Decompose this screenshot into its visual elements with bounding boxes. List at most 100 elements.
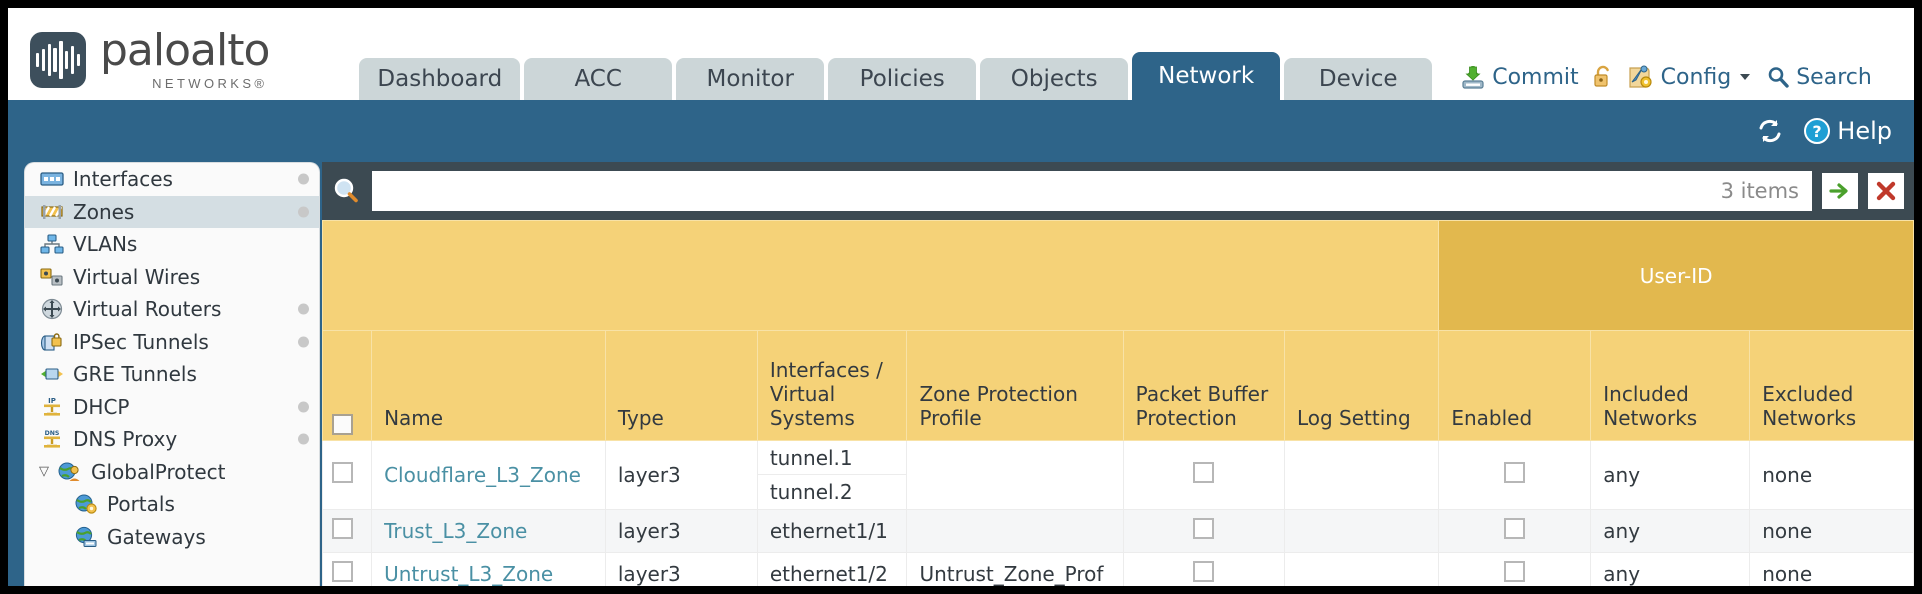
sidebar-nav: Interfaces Zones VLANs Vir bbox=[24, 162, 320, 586]
cell-packet-buffer-protection[interactable] bbox=[1122, 509, 1285, 553]
refresh-icon[interactable] bbox=[1755, 116, 1785, 146]
tab-label: Dashboard bbox=[377, 66, 503, 92]
sidebar-item-label: Virtual Routers bbox=[73, 297, 222, 322]
zone-link[interactable]: Trust_L3_Zone bbox=[384, 519, 528, 543]
table-row[interactable]: Trust_L3_Zone layer3 ethernet1/1 any non… bbox=[321, 509, 1914, 553]
chevron-down-icon bbox=[1740, 74, 1751, 80]
col-included-networks[interactable]: Included Networks bbox=[1590, 330, 1751, 441]
tab-device[interactable]: Device bbox=[1284, 58, 1433, 100]
enabled-checkbox[interactable] bbox=[1504, 561, 1526, 582]
sidebar-item-label: Portals bbox=[107, 492, 175, 517]
cell-name[interactable]: Untrust_L3_Zone bbox=[371, 552, 606, 586]
sidebar-item-label: IPSec Tunnels bbox=[73, 329, 209, 354]
select-all-checkbox[interactable] bbox=[332, 414, 353, 435]
virtual-routers-icon bbox=[39, 298, 65, 320]
sidebar-item-gateways[interactable]: Gateways bbox=[25, 521, 319, 554]
status-dot bbox=[298, 433, 309, 445]
col-excluded-networks[interactable]: Excluded Networks bbox=[1749, 330, 1914, 441]
cell-packet-buffer-protection[interactable] bbox=[1122, 440, 1285, 510]
group-header-user-id: User-ID bbox=[1438, 220, 1914, 331]
packet-buffer-checkbox[interactable] bbox=[1193, 518, 1215, 539]
table-header-row: Name Type Interfaces / Virtual Systems Z… bbox=[321, 330, 1914, 441]
expand-triangle-icon[interactable]: ▽ bbox=[39, 464, 49, 480]
cell-packet-buffer-protection[interactable] bbox=[1122, 552, 1285, 586]
sidebar-item-interfaces[interactable]: Interfaces bbox=[25, 163, 319, 196]
item-count-label: 3 items bbox=[1720, 179, 1799, 203]
cell-log-setting bbox=[1283, 552, 1440, 586]
packet-buffer-checkbox[interactable] bbox=[1193, 462, 1215, 483]
enabled-checkbox[interactable] bbox=[1504, 518, 1526, 539]
sidebar-item-label: GlobalProtect bbox=[91, 459, 226, 484]
cell-excluded-networks: none bbox=[1749, 552, 1914, 586]
tab-monitor[interactable]: Monitor bbox=[676, 58, 825, 100]
cell-enabled[interactable] bbox=[1438, 440, 1592, 510]
table-search-bar: 3 items bbox=[322, 162, 1914, 220]
cell-type: layer3 bbox=[604, 440, 758, 510]
zone-link[interactable]: Untrust_L3_Zone bbox=[384, 562, 554, 586]
status-dot bbox=[298, 303, 309, 315]
group-header-spacer bbox=[321, 220, 1440, 331]
sidebar-item-label: Virtual Wires bbox=[73, 264, 201, 289]
lock-button[interactable] bbox=[1592, 65, 1614, 89]
search-button[interactable]: Search bbox=[1766, 65, 1872, 90]
row-select-cell[interactable] bbox=[321, 509, 373, 553]
tab-network[interactable]: Network bbox=[1132, 52, 1281, 100]
select-all-header[interactable] bbox=[321, 330, 373, 441]
col-log-setting[interactable]: Log Setting bbox=[1283, 330, 1440, 441]
apply-filter-button[interactable] bbox=[1822, 173, 1858, 209]
sidebar-item-dns-proxy[interactable]: DNS DNS Proxy bbox=[25, 423, 319, 456]
enabled-checkbox[interactable] bbox=[1504, 462, 1526, 483]
sidebar-item-virtual-wires[interactable]: Virtual Wires bbox=[25, 261, 319, 294]
sidebar-item-portals[interactable]: Portals bbox=[25, 488, 319, 521]
col-enabled[interactable]: Enabled bbox=[1438, 330, 1592, 441]
cell-enabled[interactable] bbox=[1438, 552, 1592, 586]
clear-filter-button[interactable] bbox=[1868, 173, 1904, 209]
sidebar-item-globalprotect[interactable]: ▽ GlobalProtect bbox=[25, 456, 319, 489]
cell-excluded-networks: none bbox=[1749, 440, 1914, 510]
col-name[interactable]: Name bbox=[371, 330, 606, 441]
cell-included-networks: any bbox=[1590, 552, 1751, 586]
row-select-cell[interactable] bbox=[321, 552, 373, 586]
sidebar-item-gre-tunnels[interactable]: GRE Tunnels bbox=[25, 358, 319, 391]
commit-button[interactable]: Commit bbox=[1460, 64, 1579, 90]
green-arrow-icon bbox=[1829, 183, 1848, 199]
tab-dashboard[interactable]: Dashboard bbox=[359, 58, 521, 100]
tab-objects[interactable]: Objects bbox=[980, 58, 1129, 100]
search-input[interactable]: 3 items bbox=[372, 171, 1812, 211]
row-checkbox[interactable] bbox=[332, 462, 353, 483]
col-interfaces-virtual-systems[interactable]: Interfaces / Virtual Systems bbox=[756, 330, 908, 441]
ipsec-tunnels-icon bbox=[39, 331, 65, 353]
interface-item: ethernet1/1 bbox=[769, 519, 888, 543]
col-packet-buffer-protection[interactable]: Packet Buffer Protection bbox=[1122, 330, 1285, 441]
table-row[interactable]: Untrust_L3_Zone layer3 ethernet1/2 Untru… bbox=[321, 552, 1914, 586]
tab-acc[interactable]: ACC bbox=[524, 58, 673, 100]
sidebar-item-virtual-routers[interactable]: Virtual Routers bbox=[25, 293, 319, 326]
config-label: Config bbox=[1660, 64, 1732, 90]
cell-zone-protection-profile bbox=[906, 440, 1124, 510]
status-dot bbox=[298, 401, 309, 413]
sidebar-item-ipsec-tunnels[interactable]: IPSec Tunnels bbox=[25, 326, 319, 359]
tab-policies[interactable]: Policies bbox=[828, 58, 977, 100]
row-checkbox[interactable] bbox=[332, 518, 353, 539]
sidebar-item-vlans[interactable]: VLANs bbox=[25, 228, 319, 261]
interface-item: tunnel.1 bbox=[757, 441, 907, 475]
col-zone-protection-profile[interactable]: Zone Protection Profile bbox=[906, 330, 1124, 441]
config-menu[interactable]: Config bbox=[1627, 64, 1754, 90]
col-type[interactable]: Type bbox=[604, 330, 758, 441]
packet-buffer-checkbox[interactable] bbox=[1193, 561, 1215, 582]
interface-item: ethernet1/2 bbox=[769, 562, 888, 586]
cell-enabled[interactable] bbox=[1438, 509, 1592, 553]
magnifier-icon bbox=[334, 178, 358, 203]
row-select-cell[interactable] bbox=[321, 440, 373, 510]
cell-interfaces: tunnel.1 tunnel.2 bbox=[756, 440, 908, 510]
sidebar-item-dhcp[interactable]: IP DHCP bbox=[25, 391, 319, 424]
cell-name[interactable]: Trust_L3_Zone bbox=[371, 509, 606, 553]
dns-proxy-icon: DNS bbox=[39, 428, 65, 450]
row-checkbox[interactable] bbox=[332, 561, 353, 582]
cell-name[interactable]: Cloudflare_L3_Zone bbox=[371, 440, 606, 510]
gateways-icon bbox=[73, 526, 99, 548]
sidebar-item-zones[interactable]: Zones bbox=[25, 195, 319, 228]
help-button[interactable]: ? Help bbox=[1803, 117, 1892, 145]
zone-link[interactable]: Cloudflare_L3_Zone bbox=[384, 463, 581, 487]
